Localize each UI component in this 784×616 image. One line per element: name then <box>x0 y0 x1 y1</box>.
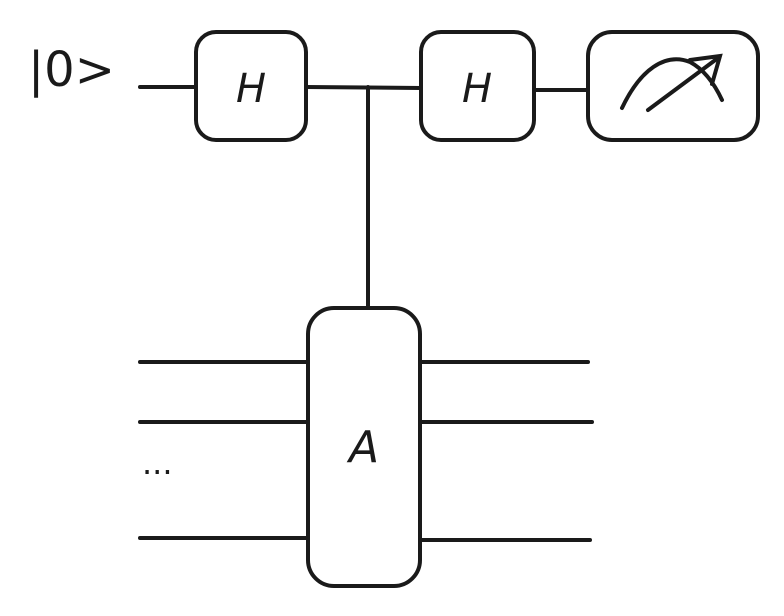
input-state-label: |0> <box>28 42 115 98</box>
hadamard-gate-1: H <box>194 30 308 142</box>
controlled-unitary-gate: A <box>306 306 422 588</box>
controlled-unitary-gate-label: A <box>346 422 379 473</box>
hadamard-gate-2: H <box>419 30 536 142</box>
measurement-gate <box>586 30 760 142</box>
meter-icon <box>620 53 724 112</box>
hadamard-gate-1-label: H <box>236 66 266 112</box>
ellipsis-label: ... <box>142 444 173 482</box>
control-wire-mid <box>304 85 423 90</box>
hadamard-gate-2-label: H <box>462 66 492 112</box>
